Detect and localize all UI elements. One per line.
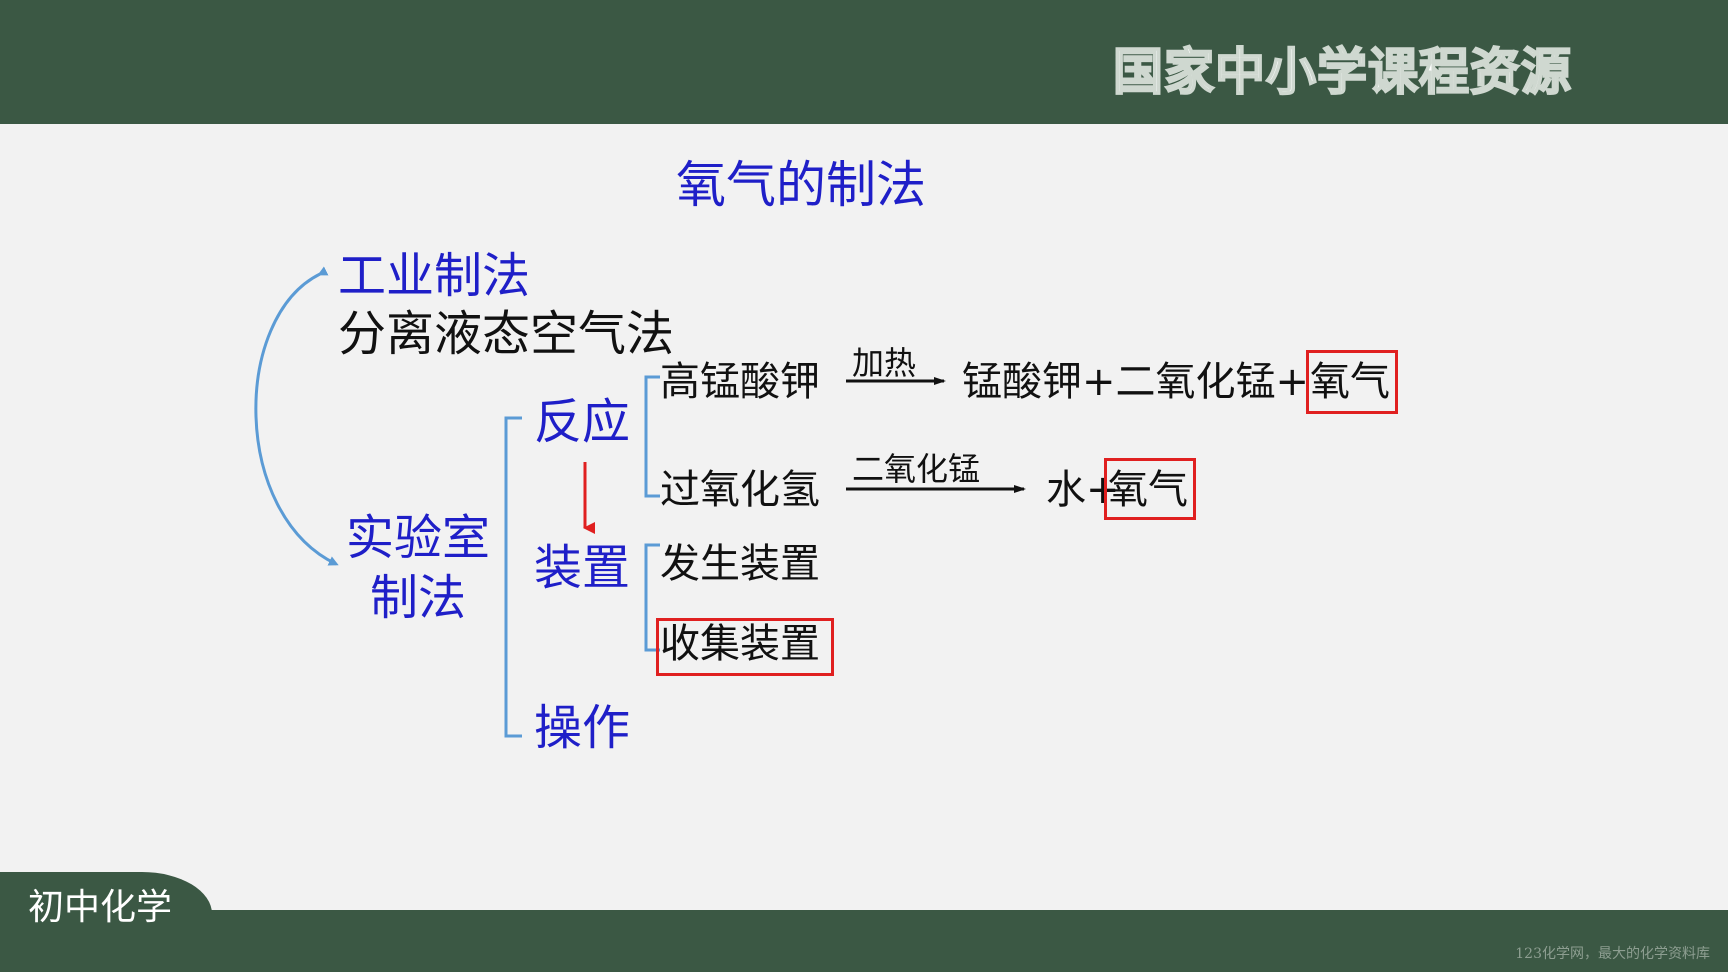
watermark-text: 123化学网，最大的化学资料库 [1515, 946, 1710, 962]
branch-apparatus: 装置 [534, 540, 631, 596]
branch-operation: 操作 [534, 700, 631, 756]
lab-bracket [504, 416, 522, 738]
subject-label: 初中化学 [28, 887, 173, 928]
reaction1-condition: 加热 [852, 344, 917, 382]
lab-method-label-line2: 制法 [370, 570, 467, 626]
apparatus-collector-highlight-box [656, 618, 834, 676]
reaction2-reactant: 过氧化氢 [660, 467, 820, 513]
industrial-method-name: 分离液态空气法 [338, 306, 675, 362]
apparatus-collector: 收集装置 [660, 621, 820, 667]
reaction1-products: 锰酸钾+二氧化锰+ [962, 359, 1310, 405]
header-bar [0, 0, 1728, 124]
reaction1-oxygen-highlight-box [1306, 350, 1398, 414]
reaction-bracket [644, 375, 660, 498]
reaction1-oxygen: 氧气 [1310, 359, 1390, 405]
curved-double-arrow [254, 266, 339, 566]
reaction2-condition: 二氧化锰 [852, 450, 981, 488]
branch-reaction: 反应 [534, 394, 631, 450]
footer-bar [0, 910, 1728, 972]
reaction2-oxygen: 氧气 [1108, 467, 1188, 513]
reaction2-oxygen-highlight-box [1104, 458, 1196, 520]
industrial-method-label: 工业制法 [338, 248, 531, 304]
slide-title: 氧气的制法 [676, 156, 926, 214]
reaction2-products: 水+ [1046, 467, 1120, 513]
subject-tab [0, 872, 212, 972]
reaction1-reactant: 高锰酸钾 [660, 359, 820, 405]
apparatus-generator: 发生装置 [660, 541, 820, 587]
lab-method-label-line1: 实验室 [346, 510, 491, 566]
brand-logo: 国家中小学课程资源 [1112, 42, 1572, 102]
apparatus-bracket [644, 543, 660, 652]
